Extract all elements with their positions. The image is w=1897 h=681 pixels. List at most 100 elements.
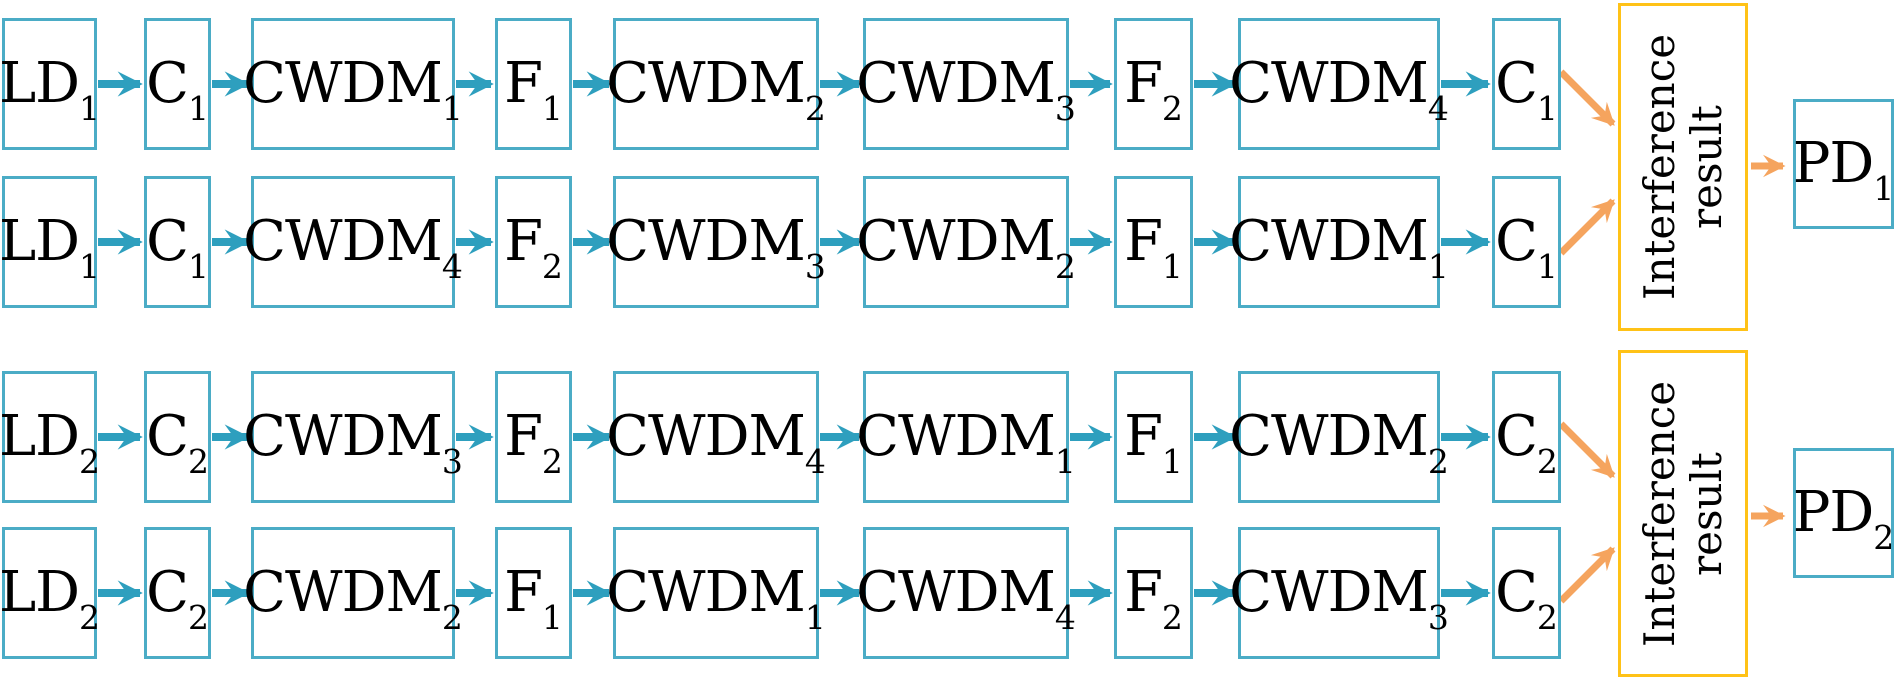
box-label: CWDM bbox=[1229, 404, 1429, 469]
box-subscript: 2 bbox=[79, 597, 101, 637]
box-label: CWDM bbox=[243, 51, 443, 116]
box-label: C bbox=[1495, 209, 1538, 274]
box-subscript: 2 bbox=[187, 441, 209, 481]
box-subscript: 2 bbox=[1161, 88, 1183, 128]
box-label: CWDM bbox=[243, 560, 443, 625]
interference-result-label: Interference result bbox=[1634, 33, 1731, 301]
box-label: F bbox=[504, 560, 543, 625]
box-label: LD bbox=[0, 560, 80, 625]
box-subscript: 1 bbox=[1161, 246, 1183, 286]
box-label: CWDM bbox=[856, 51, 1056, 116]
box-subscript: 4 bbox=[1054, 597, 1076, 637]
box-label: F bbox=[1124, 209, 1163, 274]
box-subscript: 2 bbox=[1161, 597, 1183, 637]
box-label: CWDM bbox=[243, 404, 443, 469]
box-subscript: 2 bbox=[79, 441, 101, 481]
box-subscript: 1 bbox=[79, 246, 101, 286]
box-subscript: 3 bbox=[804, 246, 826, 286]
box-subscript: 2 bbox=[187, 597, 209, 637]
box-subscript: 2 bbox=[1536, 441, 1558, 481]
interference-result-box: Interference result bbox=[1618, 3, 1748, 331]
box-subscript: 4 bbox=[804, 441, 826, 481]
box-label: CWDM bbox=[606, 560, 806, 625]
box-label: F bbox=[1124, 51, 1163, 116]
box-subscript: 2 bbox=[1054, 246, 1076, 286]
pd-label: PD bbox=[1792, 131, 1875, 196]
box-label: CWDM bbox=[1229, 209, 1429, 274]
pd-label: PD bbox=[1792, 480, 1875, 545]
box-label: CWDM bbox=[606, 404, 806, 469]
box-label: CWDM bbox=[856, 209, 1056, 274]
box-subscript: 3 bbox=[1427, 597, 1449, 637]
merge-arrow bbox=[1558, 546, 1616, 604]
box-label: C bbox=[1495, 51, 1538, 116]
box-label: CWDM bbox=[606, 209, 806, 274]
box-subscript: 4 bbox=[441, 246, 463, 286]
box-subscript: 2 bbox=[541, 246, 563, 286]
box-subscript: 1 bbox=[1054, 441, 1076, 481]
box-subscript: 2 bbox=[804, 88, 826, 128]
box-subscript: 3 bbox=[1054, 88, 1076, 128]
box-label: F bbox=[504, 404, 543, 469]
box-label: LD bbox=[0, 209, 80, 274]
box-label: CWDM bbox=[606, 51, 806, 116]
box-subscript: 1 bbox=[187, 246, 209, 286]
box-subscript: 2 bbox=[541, 441, 563, 481]
box-subscript: 4 bbox=[1427, 88, 1449, 128]
merge-arrow bbox=[1558, 421, 1616, 479]
box-label: C bbox=[146, 51, 189, 116]
box-label: LD bbox=[0, 404, 80, 469]
box-label: LD bbox=[0, 51, 80, 116]
box-label: CWDM bbox=[856, 404, 1056, 469]
box-label: F bbox=[1124, 404, 1163, 469]
box-subscript: 1 bbox=[804, 597, 826, 637]
box-label: CWDM bbox=[1229, 560, 1429, 625]
box-subscript: 1 bbox=[1536, 88, 1558, 128]
box-subscript: 1 bbox=[441, 88, 463, 128]
box-label: C bbox=[1495, 560, 1538, 625]
box-label: C bbox=[146, 560, 189, 625]
box-subscript: 3 bbox=[441, 441, 463, 481]
box-label: F bbox=[504, 51, 543, 116]
interference-result-box: Interference result bbox=[1618, 350, 1748, 677]
box-subscript: 1 bbox=[1536, 246, 1558, 286]
box-label: C bbox=[146, 404, 189, 469]
box-label: CWDM bbox=[856, 560, 1056, 625]
box-label: C bbox=[146, 209, 189, 274]
box-label: C bbox=[1495, 404, 1538, 469]
box-label: F bbox=[1124, 560, 1163, 625]
pd-subscript: 2 bbox=[1873, 517, 1895, 557]
box-subscript: 1 bbox=[1161, 441, 1183, 481]
box-label: CWDM bbox=[243, 209, 443, 274]
interference-result-label: Interference result bbox=[1634, 380, 1731, 647]
